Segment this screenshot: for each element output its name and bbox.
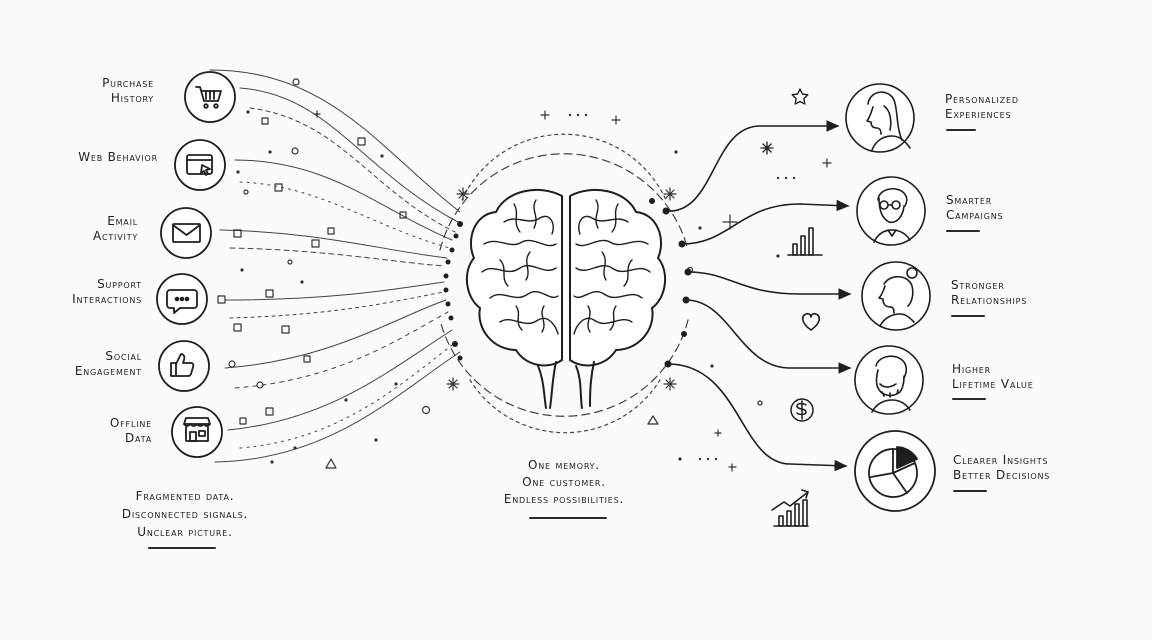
sparkle-icon [760, 141, 774, 155]
left-caption: Fragmented data. Disconnected signals. U… [121, 489, 249, 539]
center-caption-underline [529, 517, 607, 519]
left-caption-underline [148, 547, 216, 549]
woman-bun-icon [861, 261, 931, 331]
browser-cursor-icon [174, 139, 226, 191]
chat-bubble-icon [156, 273, 208, 325]
pie-chart-icon [854, 430, 936, 512]
outcome-underline-5 [953, 490, 987, 492]
thumbs-up-icon [158, 340, 210, 392]
envelope-icon [160, 207, 212, 259]
scatter-decor [217, 78, 763, 469]
heart-icon [801, 312, 821, 331]
outcome-underline-2 [946, 230, 980, 232]
bar-chart-icon [787, 227, 823, 256]
center-caption: One memory. One customer. Endless possib… [503, 458, 625, 506]
brain-icon [465, 189, 667, 409]
woman-profile-icon [845, 83, 915, 153]
outcome-underline-4 [952, 398, 986, 400]
output-arrows [665, 120, 852, 472]
storefront-icon [171, 406, 223, 458]
output-dots [649, 198, 692, 368]
scatter-dots [236, 110, 796, 464]
converging-lines [209, 69, 461, 463]
outcome-underline-3 [951, 315, 985, 317]
man-glasses-icon [856, 176, 926, 246]
sparkle-marks [313, 110, 832, 472]
shopping-cart-icon [184, 71, 236, 123]
dollar-icon [790, 398, 814, 422]
star-icon [791, 88, 809, 105]
growth-chart-icon [771, 489, 809, 527]
source-label-web-behavior: Web Behavior [78, 150, 158, 164]
outcome-underline-1 [946, 129, 976, 131]
brain-halo [439, 133, 689, 434]
bearded-man-icon [854, 345, 924, 415]
input-dots [443, 221, 463, 361]
